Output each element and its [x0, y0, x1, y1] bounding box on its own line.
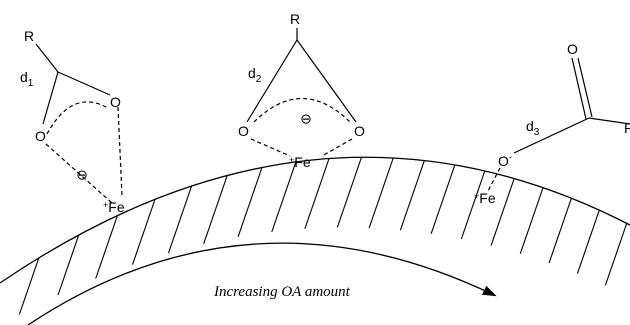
- d3-r-group: R: [624, 120, 630, 136]
- d2-label: d2: [248, 65, 262, 85]
- d2-oxygen-left: O: [238, 123, 249, 139]
- d1-r-group: R: [24, 28, 34, 44]
- hatch-line: [493, 157, 557, 325]
- structure-d3: O R O- d3 +Fe: [474, 41, 630, 206]
- d2-r-group: R: [290, 11, 300, 27]
- hatch-line: [461, 157, 525, 325]
- d2-iron: +Fe: [289, 154, 311, 170]
- d1-oxygen-right: O: [110, 94, 121, 110]
- increasing-amount-arrow: [27, 242, 497, 325]
- hatch-line: [141, 157, 205, 325]
- hatch-line: [589, 157, 630, 325]
- d3-carbonyl-oxygen: O: [567, 41, 578, 57]
- structure-d2: R O O ⊖ d2 +Fe: [238, 11, 365, 170]
- hatch-line: [109, 157, 173, 325]
- d3-iron: +Fe: [474, 190, 496, 206]
- hatch-line: [557, 157, 621, 325]
- d1-oxygen-left: O: [35, 128, 46, 144]
- d3-oxygen: O-: [498, 152, 512, 169]
- hatch-line: [13, 157, 77, 325]
- particle-outer-edge: [0, 156, 630, 284]
- hatch-line: [525, 157, 589, 325]
- d2-oxygen-right: O: [354, 123, 365, 139]
- arrow-caption: Increasing OA amount: [213, 284, 351, 300]
- structure-d1: R O O ⊖ d1 +Fe: [20, 28, 125, 215]
- d2-anion-charge: ⊖: [300, 111, 312, 127]
- hatch-line: [0, 157, 45, 325]
- hatch-line: [365, 157, 429, 325]
- d3-label: d3: [526, 118, 540, 138]
- hatch-line: [397, 157, 461, 325]
- hatch-line: [429, 157, 493, 325]
- hatch-line: [0, 157, 13, 325]
- d1-iron: +Fe: [103, 199, 125, 215]
- d1-label: d1: [20, 69, 34, 89]
- d1-anion-charge: ⊖: [76, 167, 88, 183]
